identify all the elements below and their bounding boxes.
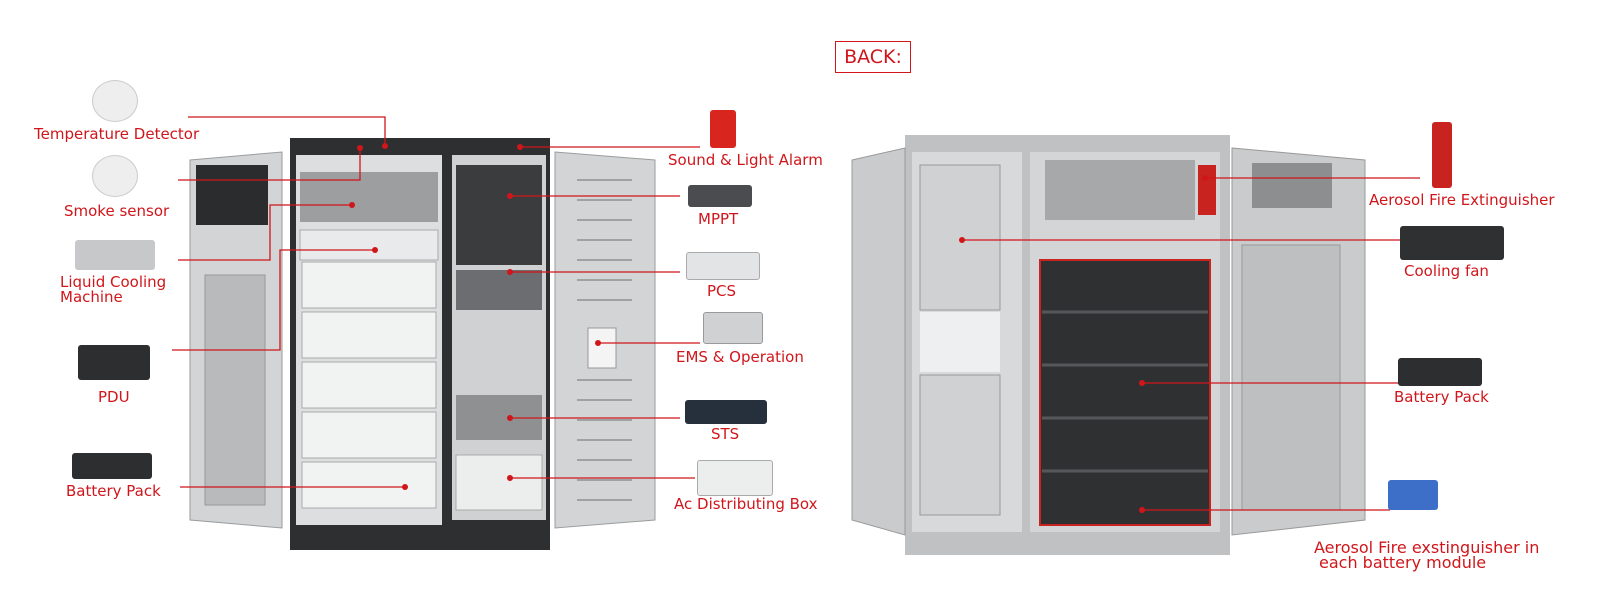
ems-image (703, 312, 763, 344)
aerosol-extinguisher-image (1432, 122, 1452, 188)
aerosol-module-image (1388, 480, 1438, 510)
label-battery-pack-back: Battery Pack (1394, 388, 1489, 406)
front-cabinet (189, 138, 656, 550)
label-temperature-detector: Temperature Detector (34, 125, 200, 143)
label-liquid-cooling-1: Liquid Cooling (60, 273, 167, 291)
label-smoke-sensor: Smoke sensor (64, 202, 170, 220)
alarm-image (710, 110, 736, 148)
pdu-image (78, 345, 150, 380)
label-ems: EMS & Operation (676, 348, 804, 366)
cooling-fan-image (1400, 226, 1504, 260)
label-sound-light-alarm: Sound & Light Alarm (668, 151, 823, 169)
ac-box-image (697, 460, 773, 496)
sts-image (685, 400, 767, 424)
smoke-sensor-image (92, 155, 138, 197)
label-ac-distributing-box: Ac Distributing Box (674, 495, 818, 513)
liquid-cooling-image (75, 240, 155, 270)
label-mppt: MPPT (698, 210, 739, 228)
battery-pack-image (72, 453, 152, 479)
battery-pack-back-image (1398, 358, 1482, 386)
label-pcs: PCS (707, 282, 737, 300)
label-battery-pack: Battery Pack (66, 482, 161, 500)
mppt-image (688, 185, 752, 207)
back-cabinet (851, 135, 1366, 555)
pcs-image (686, 252, 760, 280)
back-heading: BACK: (835, 41, 911, 73)
label-cooling-fan: Cooling fan (1404, 262, 1489, 280)
label-aerosol-extinguisher: Aerosol Fire Extinguisher (1369, 191, 1555, 209)
label-liquid-cooling-2: Machine (60, 288, 123, 306)
temperature-detector-image (92, 80, 138, 122)
label-pdu: PDU (98, 388, 130, 406)
label-sts: STS (711, 425, 740, 443)
label-aerosol-module-1: Aerosol Fire exstinguisher in (1314, 538, 1540, 557)
label-aerosol-module-2: each battery module (1319, 553, 1487, 572)
leader-lines (172, 116, 1420, 511)
